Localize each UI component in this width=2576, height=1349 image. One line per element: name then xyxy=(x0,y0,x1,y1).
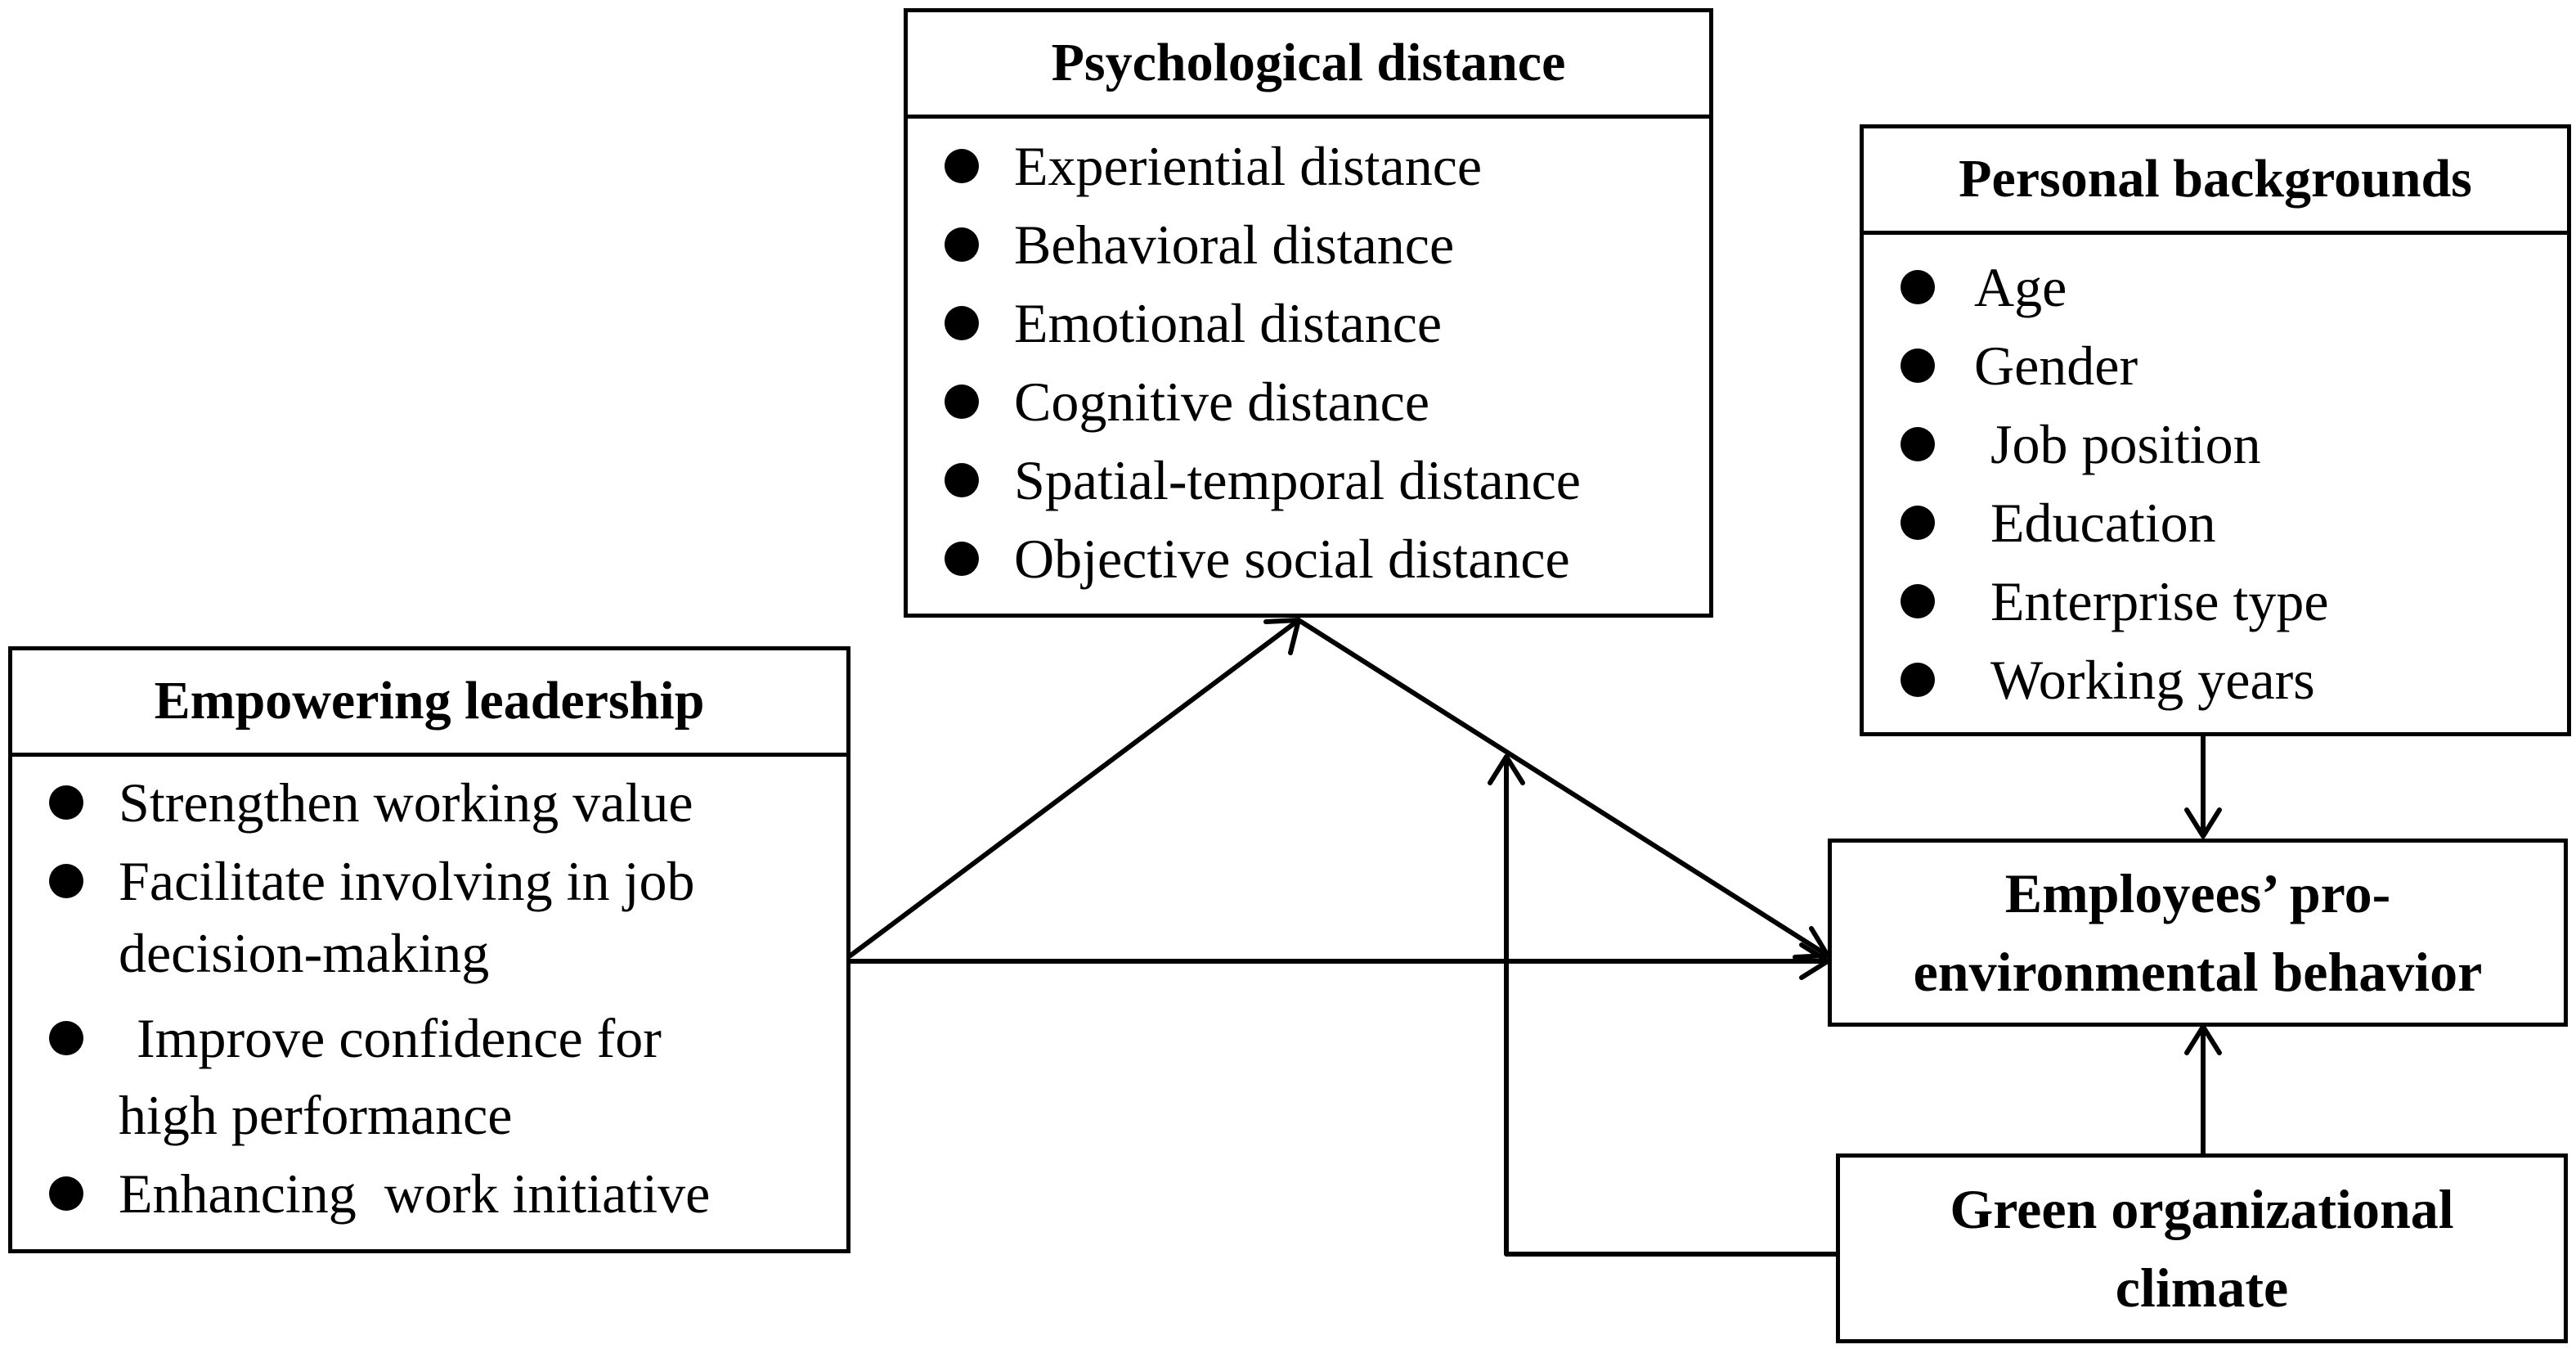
bullet-icon xyxy=(49,864,83,898)
bullet-icon xyxy=(1901,270,1935,304)
psychological-distance-list: Experiential distance Behavioral distanc… xyxy=(908,119,1709,609)
empowering-leadership-box: Empowering leadership Strengthen working… xyxy=(8,646,850,1253)
bullet-icon xyxy=(1901,348,1935,383)
empowering-leadership-title: Empowering leadership xyxy=(12,650,846,757)
arrow-climate-moderation xyxy=(1504,754,1838,1257)
bullet-icon xyxy=(1901,506,1935,540)
bullet-icon xyxy=(945,542,979,576)
arrowhead-outcome-from-backgrounds xyxy=(2184,807,2222,839)
bullet-icon xyxy=(945,227,979,262)
moderator-line1: Green organizational xyxy=(1950,1178,2454,1240)
psychological-distance-box: Psychological distance Experiential dist… xyxy=(904,8,1713,618)
bullet-icon xyxy=(49,785,83,820)
bullet-icon xyxy=(1901,584,1935,618)
moderator-line2: climate xyxy=(2115,1257,2289,1319)
green-organizational-climate-box: Green organizational climate xyxy=(1836,1153,2568,1343)
pro-environmental-behavior-box: Employees’ pro- environmental behavior xyxy=(1828,839,2568,1027)
arrow-psych-distance-to-outcome xyxy=(1296,618,1830,958)
outcome-line1: Employees’ pro- xyxy=(2004,862,2391,924)
bullet-icon xyxy=(1901,663,1935,697)
bullet-icon xyxy=(945,149,979,183)
bullet-icon xyxy=(1901,427,1935,461)
empowering-leadership-list: Strengthen working value Facilitate invo… xyxy=(12,757,846,1248)
personal-backgrounds-title: Personal backgrounds xyxy=(1864,128,2567,235)
arrow-leadership-to-psych-distance xyxy=(848,618,1301,958)
arrowhead-moderation xyxy=(1488,754,1525,785)
bullet-icon xyxy=(945,306,979,340)
personal-backgrounds-list: Age Gender Job position Education Enterp… xyxy=(1864,235,2567,726)
bullet-icon xyxy=(49,1021,83,1055)
outcome-line2: environmental behavior xyxy=(1913,941,2483,1003)
bullet-icon xyxy=(945,384,979,419)
psychological-distance-title: Psychological distance xyxy=(908,12,1709,119)
bullet-icon xyxy=(945,463,979,497)
arrowhead-outcome-from-climate xyxy=(2184,1024,2222,1055)
bullet-icon xyxy=(49,1176,83,1211)
personal-backgrounds-box: Personal backgrounds Age Gender Job posi… xyxy=(1860,124,2571,736)
